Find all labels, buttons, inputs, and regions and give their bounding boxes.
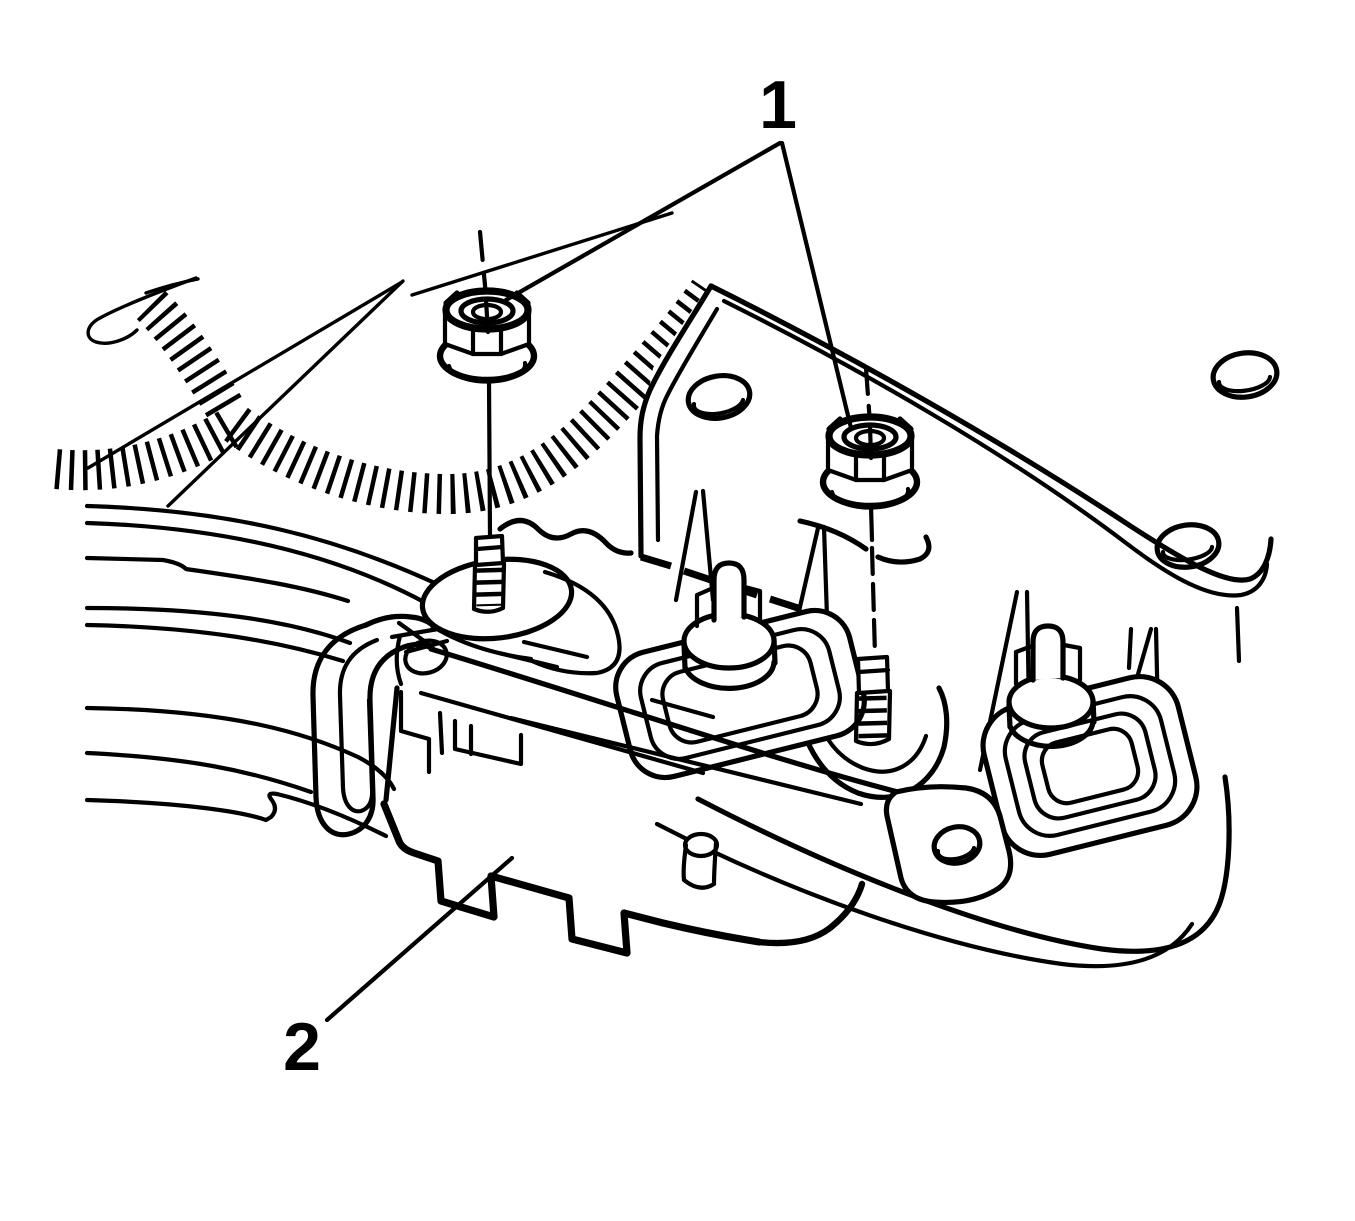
cover-bottom-flange (654, 774, 1232, 969)
callout-1-label: 1 (759, 67, 797, 143)
centerline-stud-1-upper (477, 229, 489, 299)
tower-peg-right (1030, 623, 1066, 683)
callout-1: 1 (503, 67, 854, 431)
stud-1 (471, 229, 507, 614)
coil-module-body (380, 633, 905, 957)
module-pin (682, 831, 720, 859)
module-top-boss (419, 556, 622, 676)
cover-bolt-hole-top (1210, 350, 1280, 400)
flange-nut-1 (440, 291, 534, 382)
cover-top-edge-outer (708, 283, 1274, 583)
module-right-ear (681, 784, 1014, 906)
callout-2: 2 (283, 855, 515, 1085)
callout-1-leader-right (779, 140, 854, 431)
mounting-bracket-gusset (637, 283, 1274, 598)
harness-retainer-loop (310, 613, 450, 838)
centerline-stud-1-lower (486, 379, 493, 539)
bracket-hidden-edge (497, 517, 932, 612)
cover-bolt-hole-corner (1154, 522, 1222, 570)
coil-tower-middle (613, 560, 867, 781)
flange-nut-2 (823, 417, 917, 508)
tower-peg-middle (711, 560, 747, 623)
module-front-top-edge (428, 646, 905, 796)
tower-boss-right (1006, 673, 1096, 731)
wire-loom (54, 279, 726, 515)
callout-2-leader (324, 855, 515, 1023)
gusset-bolt-hole (685, 373, 753, 421)
wire-loom-branch (136, 290, 243, 419)
callout-1-leader-left (503, 140, 783, 303)
stud-2 (853, 365, 893, 747)
harness-wires (86, 211, 674, 508)
module-bottom-edge (380, 800, 763, 957)
valve-cover-holes (1154, 350, 1280, 570)
coil-tower-right (980, 623, 1200, 859)
cover-top-edge-inner (721, 298, 1270, 598)
callout-2-label: 2 (283, 1009, 321, 1085)
module-ear-hole (931, 824, 983, 866)
